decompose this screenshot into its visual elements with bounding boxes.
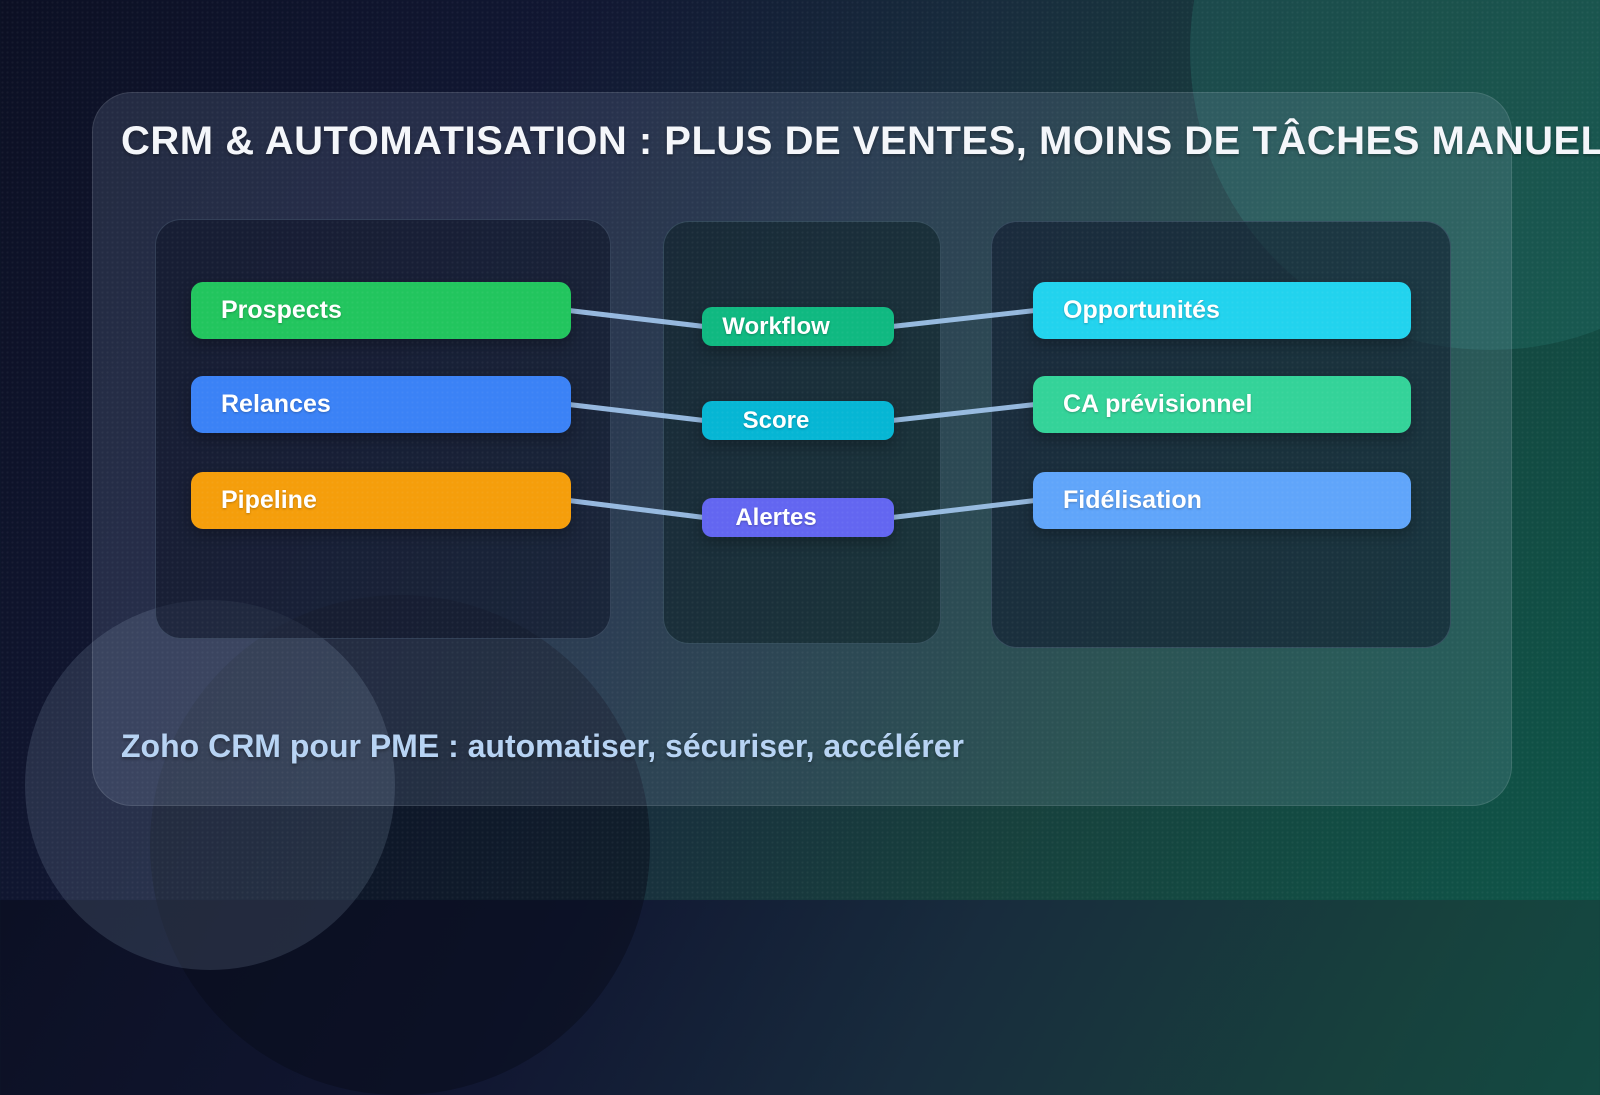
node-workflow: Workflow	[702, 307, 894, 346]
content-card: CRM & AUTOMATISATION : PLUS DE VENTES, M…	[92, 92, 1600, 806]
page-title: CRM & AUTOMATISATION : PLUS DE VENTES, M…	[121, 119, 1600, 163]
tagline: Zoho CRM pour PME : automatiser, sécuris…	[121, 728, 964, 764]
node-fidelisation: Fidélisation	[1033, 472, 1411, 529]
node-prospects: Prospects	[191, 282, 571, 339]
node-pipeline: Pipeline	[191, 472, 571, 529]
node-alertes: Alertes	[702, 498, 894, 537]
node-ca-previsionnel: CA prévisionnel	[1033, 376, 1411, 433]
node-relances: Relances	[191, 376, 571, 433]
node-score: Score	[702, 401, 894, 440]
node-opportunites: Opportunités	[1033, 282, 1411, 339]
